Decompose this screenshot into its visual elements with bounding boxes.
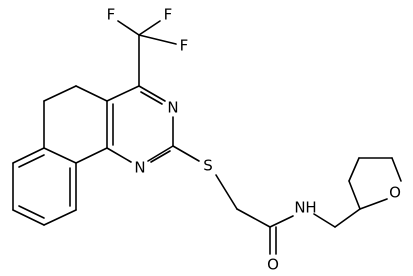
bond-s-ch2 [215, 174, 238, 210]
bond-c5-c6 [43, 85, 77, 102]
bond-c10-c9 [43, 209, 77, 226]
bond-c6a-c10a [43, 147, 77, 164]
fluorine-atom-label: F [164, 6, 173, 24]
bond-thf-o-c5 [391, 157, 402, 182]
bond-c2-s [172, 145, 200, 162]
bond-c7-c6a-double [18, 154, 45, 168]
nitrogen-atom-label: N [134, 159, 145, 177]
bond-cf3-f2 [138, 20, 161, 36]
bond-thf-c4-c3 [348, 157, 360, 182]
bond-c7-c6a [12, 147, 45, 164]
bond-c10a-c10b [75, 147, 108, 164]
bond-c4a-c5 [75, 85, 108, 102]
bond-c9-c8 [12, 209, 45, 226]
bond-ch2-carbonyl [236, 208, 271, 228]
carbonyl-oxygen-label: O [267, 256, 279, 274]
bond-thf-c2-o [359, 198, 388, 210]
bond-c4-n3-double [140, 91, 163, 105]
fluorine-atom-label: F [180, 37, 189, 55]
bond-thf-c3-c2 [348, 180, 361, 210]
bond-c4a-c4 [106, 85, 140, 102]
bond-c9-c8-double [18, 205, 45, 219]
bond-n-ch2 [313, 213, 336, 228]
bond-c4-n3 [138, 85, 166, 102]
bond-n1-c10b [106, 147, 132, 163]
fluorine-atom-label: F [107, 6, 116, 24]
bond-c2-n1-double [150, 150, 171, 163]
bond-c2-n1 [147, 145, 174, 162]
bond-cf3-f3 [138, 34, 177, 45]
amide-nitrogen-label: N [294, 199, 305, 217]
nitrogen-atom-label: N [167, 99, 178, 117]
ring-oxygen-label: O [389, 184, 401, 202]
bond-carbonyl-n [269, 215, 294, 228]
bond-ch2-thf [334, 208, 361, 228]
amide-hydrogen-label: H [305, 199, 316, 217]
sulfur-atom-label: S [203, 157, 213, 175]
bond-cf3-f1 [117, 20, 140, 36]
